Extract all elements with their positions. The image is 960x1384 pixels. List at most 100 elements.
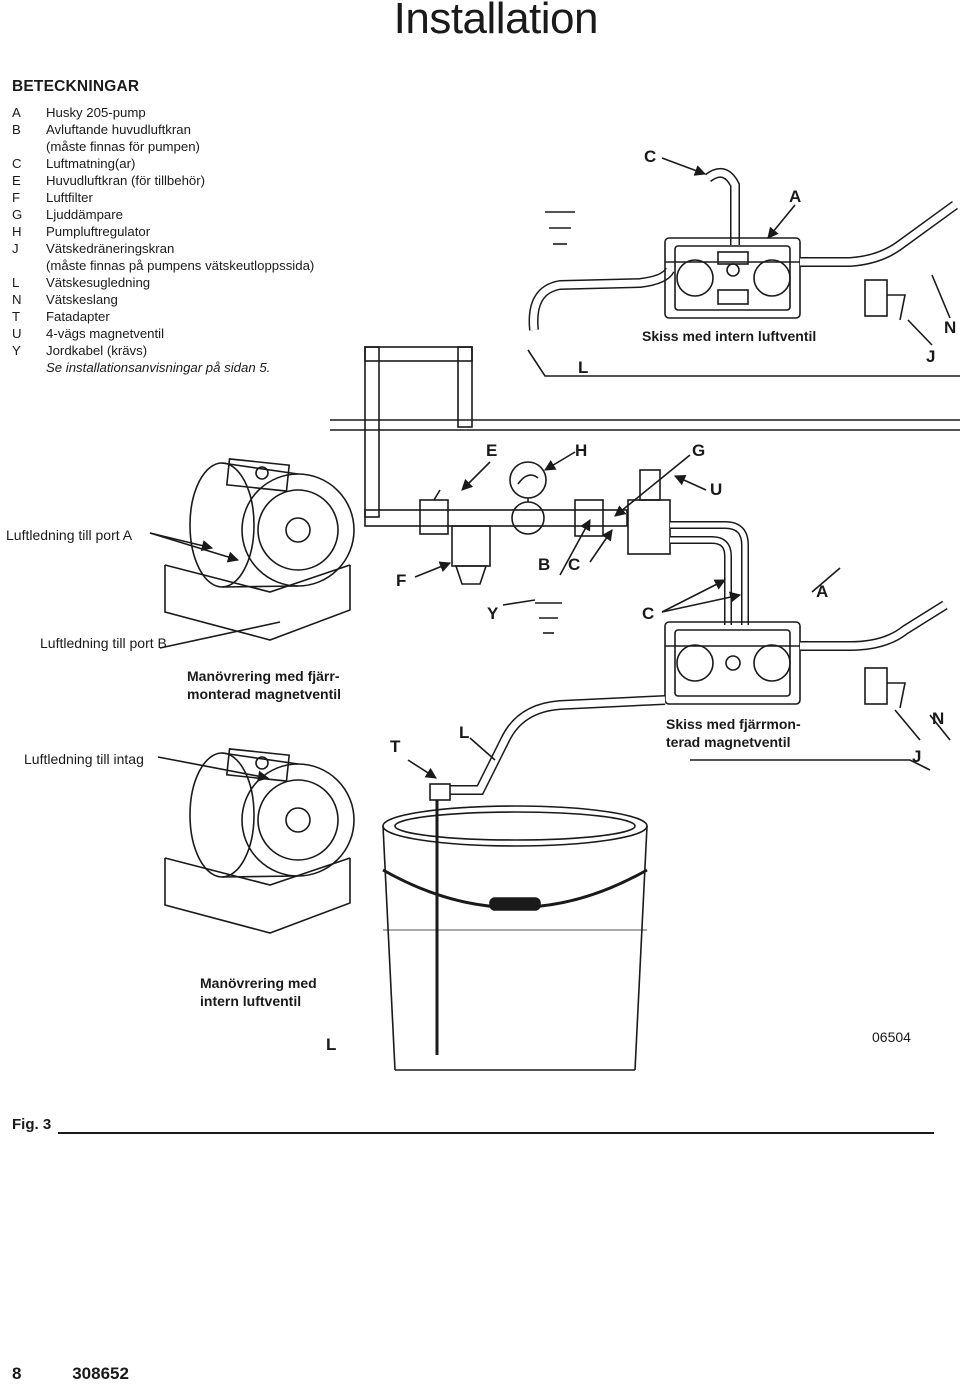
drain-valve	[864, 279, 888, 317]
callout-b: B	[538, 555, 550, 574]
legend-key: U	[12, 326, 22, 341]
legend-text: Pumpluftregulator	[46, 224, 151, 239]
legend-key: J	[12, 241, 19, 256]
legend-text: Husky 205-pump	[46, 105, 146, 120]
caption-manovrering-intern-1: Manövrering med	[200, 975, 317, 991]
legend-item: C Luftmatning(ar)	[12, 155, 352, 172]
drum	[382, 783, 648, 1071]
caption-manovrering-fjarr-1: Manövrering med fjärr-	[187, 668, 340, 684]
legend-item: N Vätskeslang	[12, 291, 352, 308]
page-number: 8	[12, 1364, 22, 1383]
callout-f: F	[396, 571, 406, 590]
legend-key: N	[12, 292, 22, 307]
callout-g: G	[692, 441, 705, 460]
figure-rule	[58, 1132, 934, 1134]
bleed-valve	[574, 499, 604, 537]
legend-text: Luftmatning(ar)	[46, 156, 136, 171]
legend-text: Vätskeslang	[46, 292, 118, 307]
installation-diagram: C A L J N Skiss med intern luftventil E …	[6, 147, 960, 1071]
legend-item: B Avluftande huvudluftkran (måste finnas …	[12, 121, 352, 155]
legend-item: L Vätskesugledning	[12, 274, 352, 291]
legend-item: G Ljuddämpare	[12, 206, 352, 223]
legend-text: Vätskedräneringskran (måste finnas på pu…	[46, 241, 315, 273]
callout-e: E	[486, 441, 497, 460]
pump-drawing-upper	[149, 458, 355, 649]
main-air-valve	[419, 499, 449, 535]
caption-port-a: Luftledning till port A	[6, 527, 133, 543]
callout-u: U	[710, 480, 722, 499]
callout-l-bottom: L	[326, 1035, 336, 1054]
page-footer: 8 308652	[12, 1364, 175, 1384]
regulator-gauge	[509, 461, 547, 499]
ground-symbol	[545, 211, 575, 245]
legend-text: Jordkabel (krävs)	[46, 343, 148, 358]
callout-c-low: C	[642, 604, 654, 623]
legend-key: A	[12, 105, 21, 120]
caption-intag: Luftledning till intag	[24, 751, 144, 767]
muffler	[639, 469, 661, 501]
legend-text: Ljuddämpare	[46, 207, 123, 222]
callout-h: H	[575, 441, 587, 460]
legend-item: H Pumpluftregulator	[12, 223, 352, 240]
air-line-system	[330, 346, 960, 634]
legend-text: Luftfilter	[46, 190, 93, 205]
legend-item: A Husky 205-pump	[12, 104, 352, 121]
caption-skiss-intern: Skiss med intern luftventil	[642, 328, 816, 344]
pump-drawing-lower	[157, 748, 355, 934]
drawing-number: 06504	[872, 1029, 911, 1045]
legend-key: B	[12, 122, 21, 137]
callout-n-low: N	[932, 709, 944, 728]
sketch-intern-valve	[527, 157, 960, 377]
legend-text: Fatadapter	[46, 309, 110, 324]
callout-c-top: C	[644, 147, 656, 166]
legend-key: L	[12, 275, 20, 290]
caption-manovrering-fjarr-2: monterad magnetventil	[187, 686, 341, 702]
caption-manovrering-intern-2: intern luftventil	[200, 993, 301, 1009]
legend-text: Huvudluftkran (för tillbehör)	[46, 173, 206, 188]
ground-symbol-mid	[535, 602, 562, 634]
doc-number: 308652	[72, 1364, 129, 1383]
legend-text: 4-vägs magnetventil	[46, 326, 165, 341]
legend-item: J Vätskedräneringskran (måste finnas på p…	[12, 240, 352, 274]
solenoid-valve	[627, 499, 671, 555]
caption-port-b: Luftledning till port B	[40, 635, 167, 651]
legend-item: U 4-vägs magnetventil	[12, 325, 352, 342]
callout-a-top: A	[789, 187, 801, 206]
regulator-body	[511, 501, 545, 535]
legend-item: E Huvudluftkran (för tillbehör)	[12, 172, 352, 189]
callout-j-low: J	[912, 747, 921, 766]
legend-heading: BETECKNINGAR	[12, 78, 140, 95]
pump-body	[664, 237, 801, 319]
air-filter	[451, 525, 491, 567]
drum-adapter	[429, 783, 451, 801]
suction-hose-lower	[450, 695, 666, 795]
legend-item: Y Jordkabel (krävs)	[12, 342, 352, 359]
legend-item: T Fatadapter	[12, 308, 352, 325]
callout-n-top: N	[944, 318, 956, 337]
legend-key: C	[12, 156, 22, 171]
legend-key: H	[12, 224, 22, 239]
pump-body-lower	[664, 621, 801, 705]
callout-y: Y	[487, 604, 499, 623]
figure-label: Fig. 3	[12, 1116, 52, 1133]
legend-note: Se installationsanvisningar på sidan 5.	[46, 360, 271, 375]
legend-key: E	[12, 173, 21, 188]
callout-c-mid: C	[568, 555, 580, 574]
sketch-remote-solenoid	[407, 600, 951, 795]
legend-key: G	[12, 207, 23, 222]
caption-skiss-fjarr-2: terad magnetventil	[666, 734, 790, 750]
callout-t: T	[390, 737, 401, 756]
callout-a-low: A	[816, 582, 828, 601]
legend-text: Vätskesugledning	[46, 275, 151, 290]
callout-j-top: J	[926, 347, 935, 366]
legend-key: T	[12, 309, 21, 324]
legend-key: Y	[12, 343, 21, 358]
caption-skiss-fjarr-1: Skiss med fjärrmon-	[666, 716, 801, 732]
callout-l-top: L	[578, 358, 588, 377]
callout-l-mid: L	[459, 723, 469, 742]
page-title: Installation	[393, 0, 599, 43]
legend-text: Avluftande huvudluftkran (måste finnas f…	[46, 122, 200, 154]
